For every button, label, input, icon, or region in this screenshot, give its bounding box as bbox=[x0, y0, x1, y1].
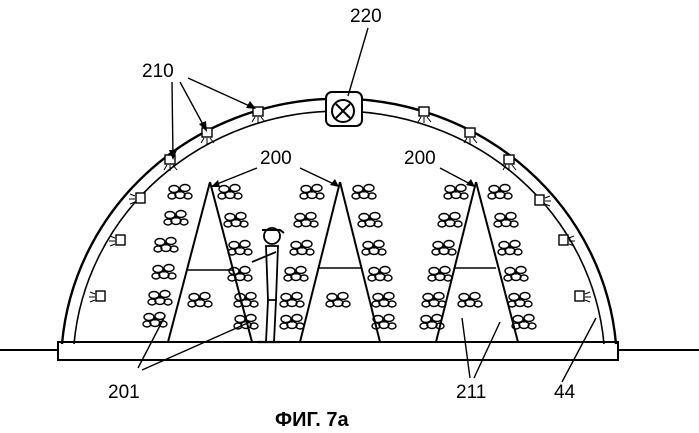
leader-lines bbox=[138, 28, 596, 382]
label-200-left: 200 bbox=[260, 148, 292, 169]
fan-unit bbox=[326, 92, 362, 126]
label-220: 220 bbox=[350, 6, 382, 27]
label-44: 44 bbox=[554, 382, 576, 403]
rack-right bbox=[436, 182, 518, 342]
dome-inner bbox=[74, 111, 604, 344]
rack-middle bbox=[300, 182, 380, 342]
label-210: 210 bbox=[142, 61, 174, 82]
label-201: 201 bbox=[108, 382, 140, 403]
base-platform bbox=[58, 342, 618, 360]
label-211: 211 bbox=[456, 382, 486, 403]
dome-outer bbox=[62, 99, 616, 344]
plants bbox=[143, 185, 536, 330]
rack-left bbox=[168, 182, 252, 342]
figure-caption: ФИГ. 7а bbox=[275, 409, 350, 431]
worker-figure bbox=[252, 228, 284, 342]
label-200-right: 200 bbox=[404, 148, 436, 169]
